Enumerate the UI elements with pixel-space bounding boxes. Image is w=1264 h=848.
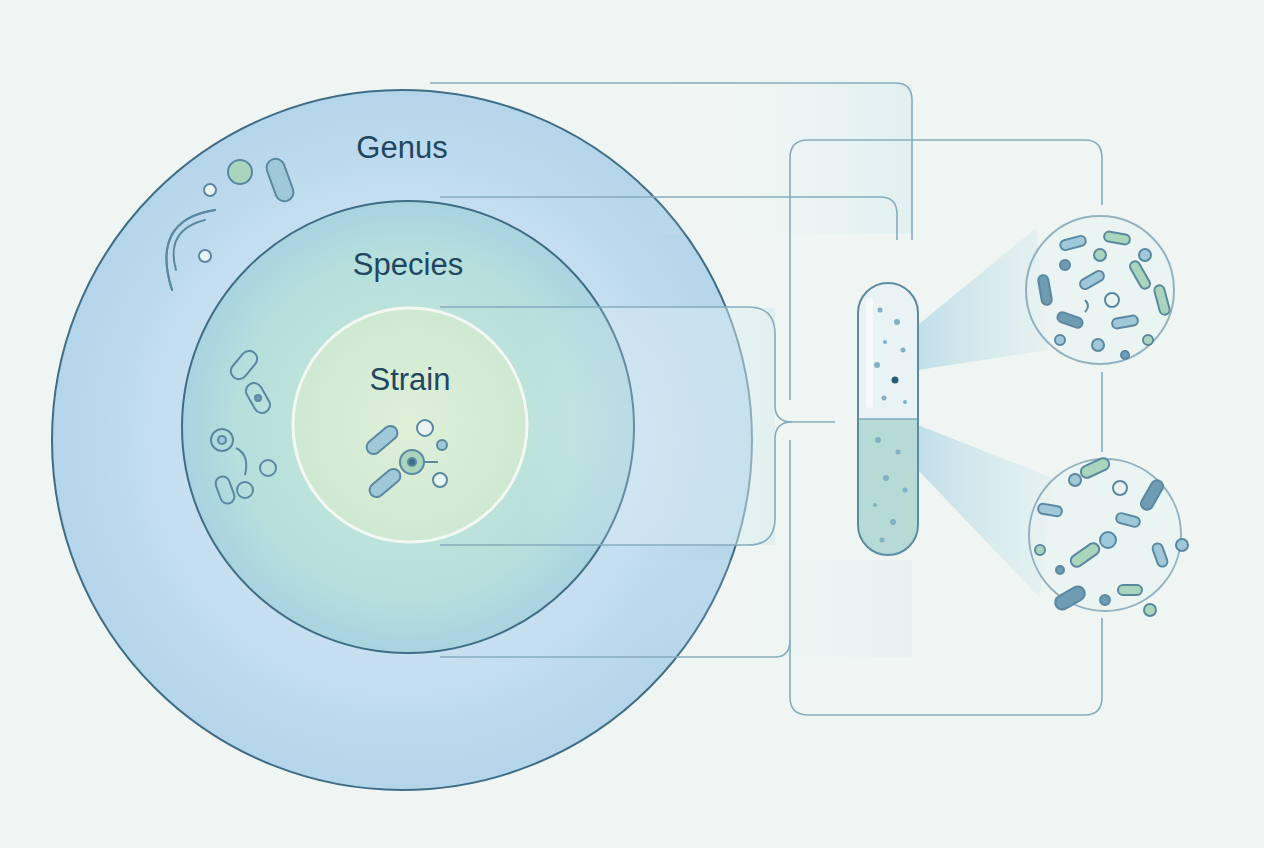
taxon-label: Strain (290, 362, 530, 398)
capsule-half (858, 419, 918, 555)
bracket-line (440, 440, 790, 657)
taxon-circle: GenusSpeciesStrain (50, 88, 754, 792)
genus-microbes (166, 156, 296, 290)
label-group: Species (180, 247, 636, 283)
taxon-circle: Strain (290, 305, 530, 545)
bracket-line (440, 197, 897, 240)
band (640, 560, 912, 657)
taxon-label: Species (180, 247, 636, 283)
capsule-outline (858, 283, 918, 555)
capsule-shine (866, 298, 873, 408)
bracket-line (1101, 372, 1103, 452)
bracket-line (440, 422, 792, 545)
capsule-seam (858, 418, 918, 420)
microbe-cluster (1026, 216, 1174, 364)
capsule (858, 283, 918, 559)
band (520, 308, 775, 545)
species-microbes (211, 348, 276, 506)
bracket-line (440, 307, 835, 422)
circle-shape (52, 90, 752, 790)
strain-microbes (364, 420, 447, 500)
capsule-body (858, 283, 918, 555)
microbe-cluster (1029, 456, 1188, 616)
band (640, 84, 912, 234)
light-beam (918, 228, 1048, 370)
taxon-circle: SpeciesStrain (180, 199, 636, 655)
label-group: Strain (290, 362, 530, 398)
light-beam (918, 425, 1052, 598)
bracket-line (790, 140, 1102, 400)
bracket-line (430, 83, 912, 240)
bracket-lines (430, 83, 1102, 715)
bracket-line (790, 618, 1102, 715)
circle-shape (293, 308, 527, 542)
label-group: Genus (50, 130, 754, 166)
taxon-label: Genus (50, 130, 754, 166)
circle-outline (290, 305, 530, 545)
capsule-dots (873, 308, 908, 543)
